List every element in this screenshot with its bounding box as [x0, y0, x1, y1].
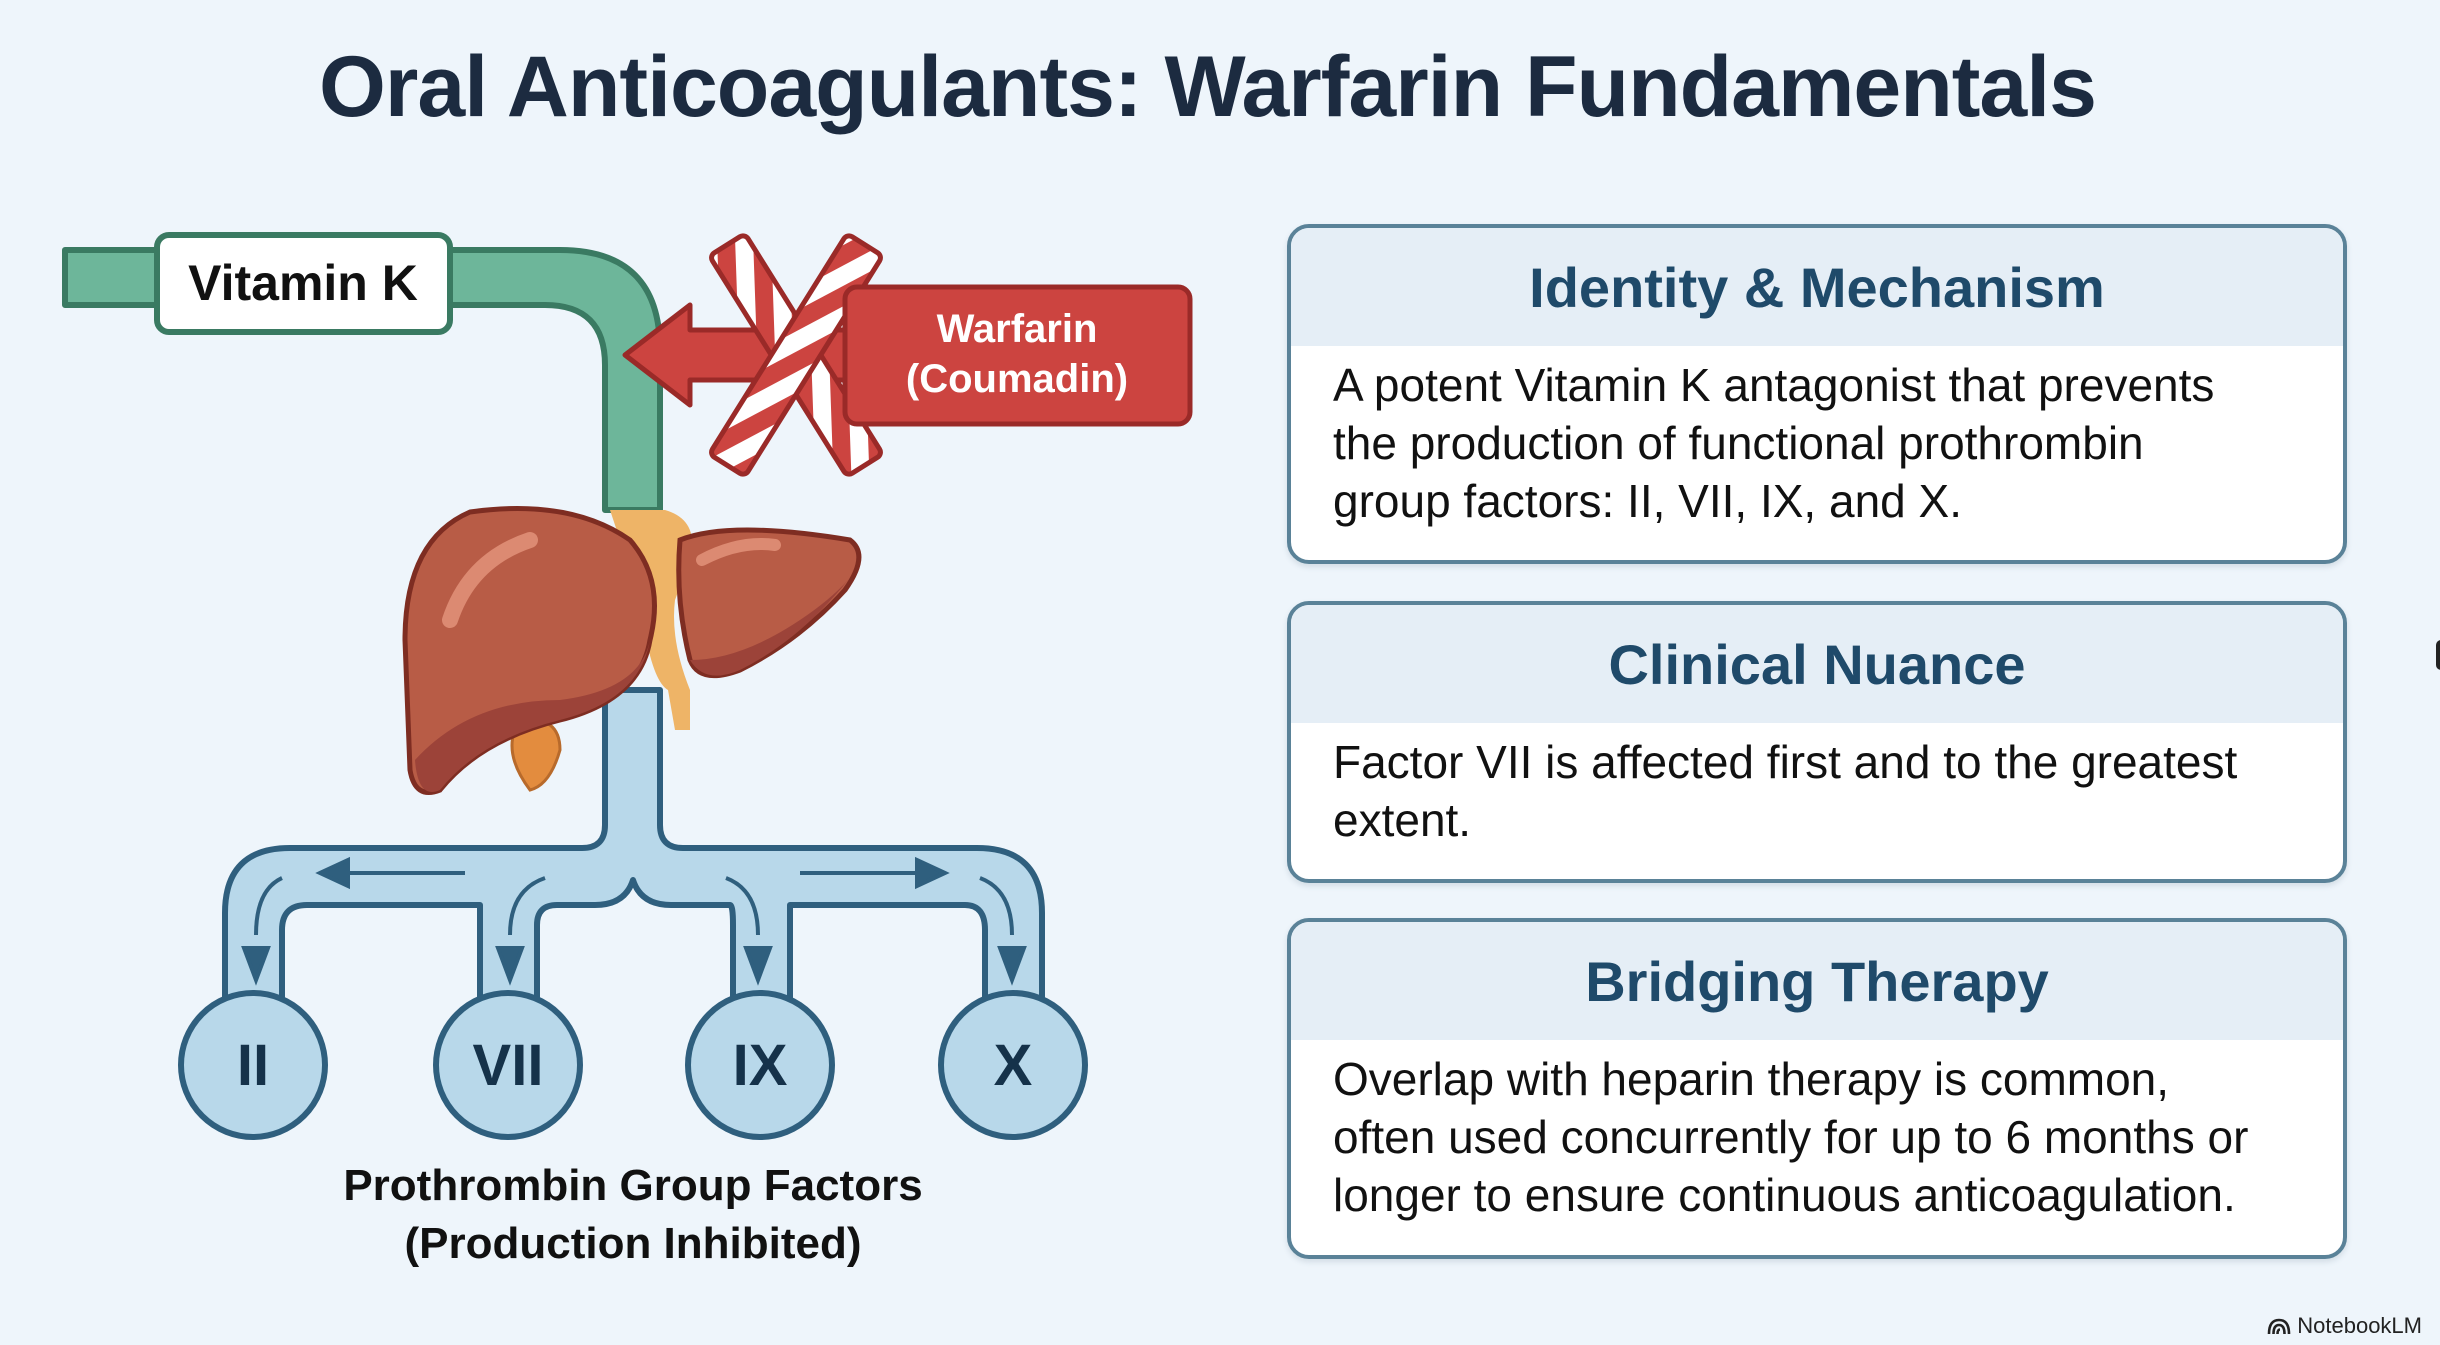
card-body: A potent Vitamin K antagonist that preve… [1291, 346, 2343, 530]
brand-name: NotebookLM [2297, 1313, 2422, 1338]
factor-circle [433, 990, 583, 1140]
card-heading: Identity & Mechanism [1291, 228, 2343, 346]
vitamin-k-label: Vitamin K [188, 255, 418, 311]
card-body: Factor VII is affected first and to the … [1291, 723, 2343, 849]
factor-node-vii: VII [433, 990, 583, 1140]
notebooklm-logo-icon [2267, 1318, 2291, 1335]
card-clinical-nuance: Clinical Nuance Factor VII is affected f… [1287, 601, 2347, 883]
flow-arrow-ix [725, 876, 760, 936]
factor-circles: II VII IX X [178, 990, 1088, 1140]
vitamin-k-label-box: Vitamin K [154, 232, 453, 335]
factor-pipe-network [222, 687, 1045, 1003]
card-line: extent. [1333, 794, 1472, 846]
card-heading: Clinical Nuance [1291, 605, 2343, 723]
factor-label: X [994, 1033, 1033, 1098]
warfarin-mechanism-diagram: Vitamin K II VII IX X Prothrombin Group Fac… [62, 232, 1193, 1268]
factor-label: IX [733, 1033, 788, 1098]
warfarin-label: Warfarin [937, 307, 1098, 351]
card-bridging-therapy: Bridging Therapy Overlap with heparin th… [1287, 918, 2347, 1259]
card-line: the production of functional prothrombin [1333, 417, 2144, 469]
flow-arrows [241, 856, 1027, 986]
factor-circle [178, 990, 328, 1140]
factor-node-ix: IX [685, 990, 835, 1140]
card-line: group factors: II, VII, IX, and X. [1333, 475, 1962, 527]
warfarin-label-box: Warfarin (Coumadin) [842, 284, 1193, 427]
factor-node-ii: II [178, 990, 328, 1140]
card-line: longer to ensure continuous anticoagulat… [1333, 1169, 2236, 1221]
factor-label: VII [473, 1033, 544, 1098]
page-title: Oral Anticoagulants: Warfarin Fundamenta… [319, 39, 2097, 135]
footer-brand: NotebookLM [2267, 1313, 2422, 1339]
flow-arrow-vii [508, 876, 546, 936]
factors-caption-line1: Prothrombin Group Factors [343, 1161, 922, 1210]
card-heading: Bridging Therapy [1291, 922, 2343, 1040]
liver-icon [402, 506, 862, 795]
factor-label: II [237, 1033, 269, 1098]
card-line: A potent Vitamin K antagonist that preve… [1333, 359, 2215, 411]
coumadin-label: (Coumadin) [906, 357, 1128, 401]
card-body: Overlap with heparin therapy is common, … [1291, 1040, 2343, 1224]
factors-caption-line2: (Production Inhibited) [404, 1219, 861, 1268]
edge-marker [2436, 640, 2440, 670]
flow-arrow-left-head [315, 856, 350, 890]
flow-arrow-right-head [915, 856, 950, 890]
card-identity-mechanism: Identity & Mechanism A potent Vitamin K … [1287, 224, 2347, 564]
factor-circle [938, 990, 1088, 1140]
card-line: Overlap with heparin therapy is common, [1333, 1053, 2170, 1105]
striped-x-block-icon [709, 233, 883, 477]
factor-node-x: X [938, 990, 1088, 1140]
factor-circle [685, 990, 835, 1140]
flow-arrow-ii [254, 876, 283, 936]
card-line: Factor VII is affected first and to the … [1333, 736, 2238, 788]
card-line: often used concurrently for up to 6 mont… [1333, 1111, 2249, 1163]
flow-arrow-x [979, 876, 1014, 936]
